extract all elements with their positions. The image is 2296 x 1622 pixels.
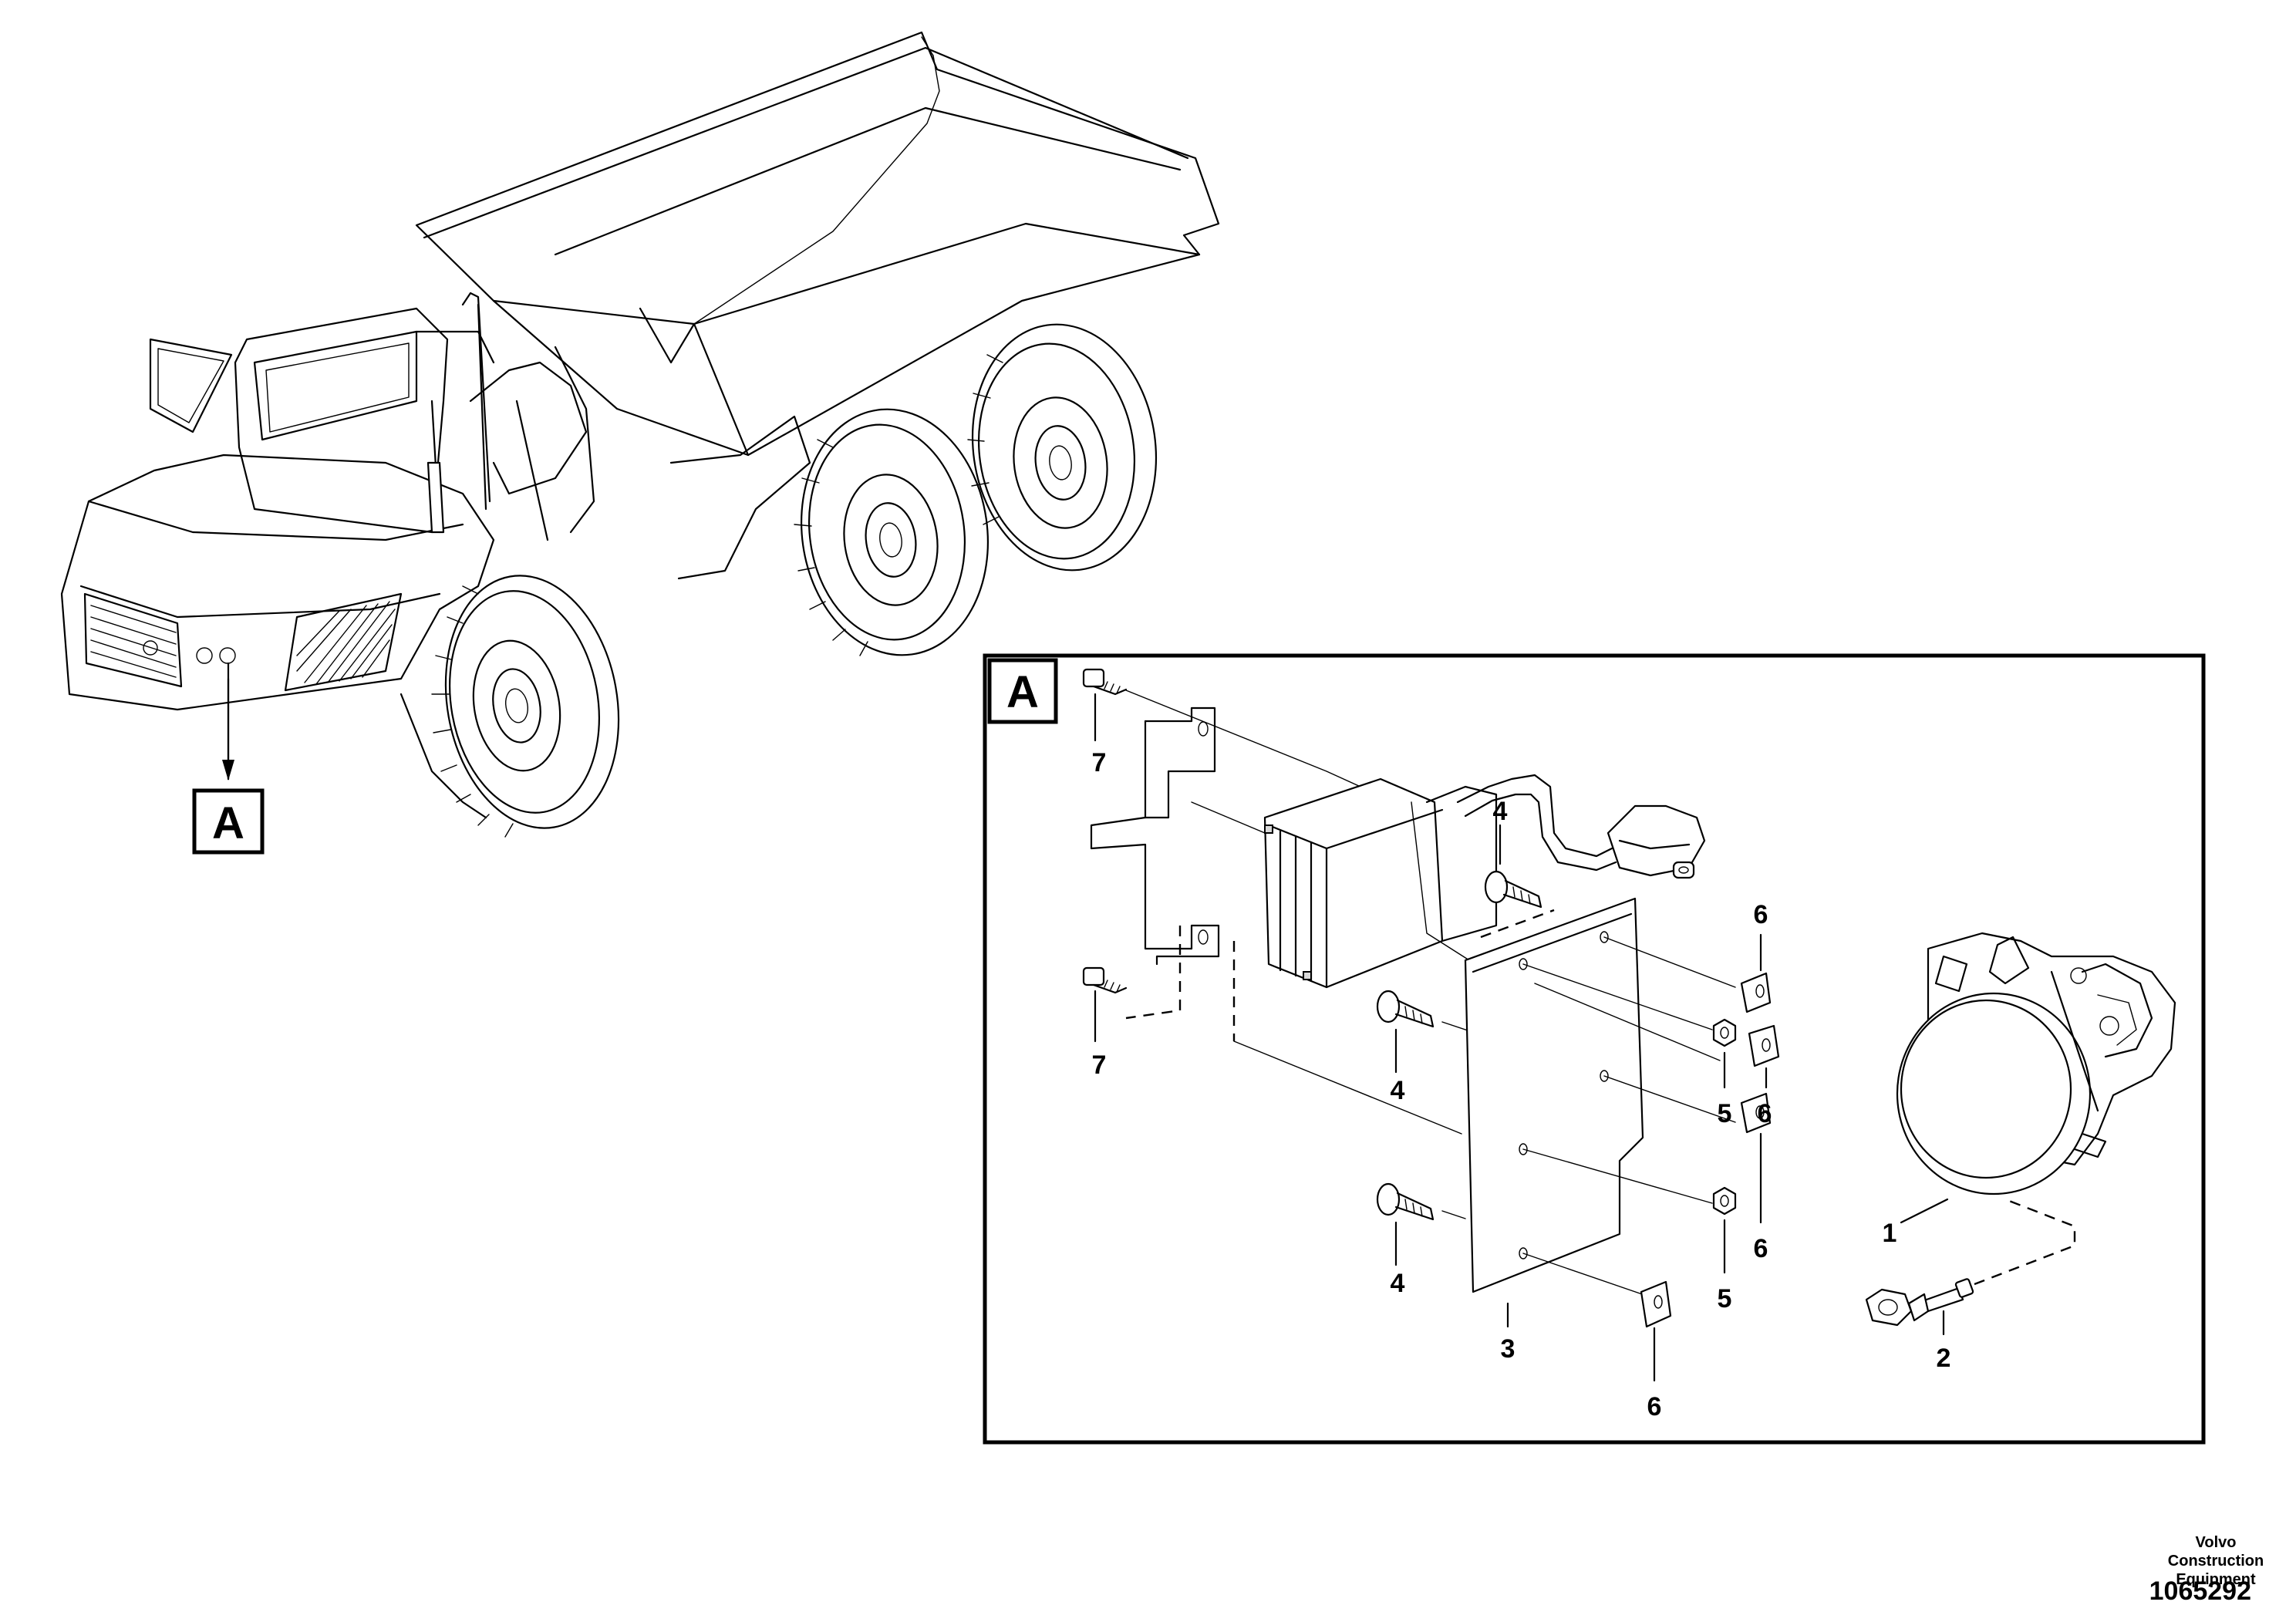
callout-2: 2 (1937, 1344, 1951, 1373)
footer-company: Volvo Construction Equipment (2167, 1534, 2264, 1588)
callout-4-bottom: 4 (1391, 1269, 1405, 1298)
callout-6-b: 6 (1758, 1099, 1772, 1128)
detail-view-frame (983, 653, 2206, 1445)
callout-4-top: 4 (1493, 797, 1508, 826)
clip-6-c (1740, 1092, 1772, 1134)
control-unit (1263, 777, 1498, 989)
bulb (1865, 1278, 1974, 1327)
nut-5-top (1712, 1018, 1737, 1047)
mounting-plate (1464, 897, 1644, 1293)
mounting-bracket (1090, 706, 1220, 966)
callout-6-a: 6 (1754, 900, 1768, 929)
clip-6-a (1740, 972, 1772, 1013)
callout-6-c: 6 (1754, 1234, 1768, 1263)
svg-text:A: A (212, 798, 244, 848)
callout-5-bottom: 5 (1718, 1284, 1732, 1313)
callout-5-top: 5 (1718, 1099, 1732, 1128)
rear-wheel-2 (967, 323, 1158, 572)
svg-text:A: A (1006, 667, 1039, 717)
callout-3: 3 (1501, 1334, 1515, 1364)
bolt-4-middle (1376, 990, 1435, 1028)
clip-6-d (1640, 1280, 1672, 1328)
callout-7-top: 7 (1092, 748, 1107, 777)
callout-1: 1 (1883, 1219, 1897, 1248)
bolt-4-bottom (1376, 1182, 1435, 1221)
callout-6-d: 6 (1647, 1392, 1662, 1421)
nut-5-bottom (1712, 1186, 1737, 1216)
clip-6-b (1748, 1024, 1780, 1067)
bolt-7-bottom (1082, 966, 1128, 994)
callout-4-middle: 4 (1391, 1076, 1405, 1105)
wiring-harness (1456, 774, 1706, 879)
headlamp (1896, 932, 2176, 1195)
view-label-detail: A (987, 658, 1058, 724)
bolt-7-top (1082, 668, 1128, 696)
footer-drawing-number: 1065292 (2149, 1576, 2251, 1606)
bolt-4-top (1484, 870, 1542, 909)
rear-wheel-1 (794, 408, 990, 656)
front-wheel (400, 575, 620, 838)
view-label-overview: A (192, 788, 265, 855)
articulated-hauler-illustration (60, 31, 1220, 838)
callout-7-bottom: 7 (1092, 1050, 1107, 1080)
